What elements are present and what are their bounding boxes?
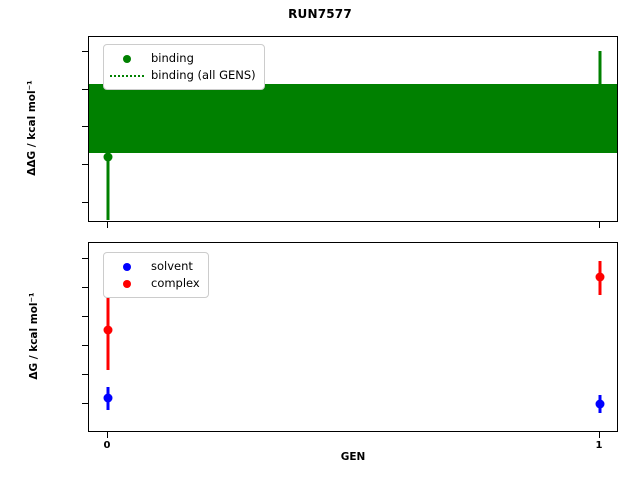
xtick-label-0: 0	[103, 440, 111, 451]
datapoint-solvent-gen0	[103, 393, 113, 403]
legend-label-complex: complex	[151, 276, 200, 290]
legend-marker-solvent-icon	[110, 261, 144, 273]
legend-item-binding-all-gens: binding (all GENS)	[110, 67, 256, 84]
xtick-label-1: 1	[595, 440, 603, 451]
legend-item-binding: binding	[110, 50, 256, 67]
legend-dotted-line-icon	[110, 70, 144, 82]
yaxis-label-bottom: ΔG / kcal mol⁻¹	[28, 292, 40, 380]
datapoint-complex-gen0	[103, 325, 113, 335]
legend-label-solvent: solvent	[151, 259, 193, 273]
axes-free-energy: solvent complex	[88, 242, 618, 432]
legend-label-binding: binding	[151, 51, 194, 65]
legend-binding: binding binding (all GENS)	[103, 44, 265, 90]
legend-free-energy: solvent complex	[103, 252, 209, 298]
xaxis-label: GEN	[340, 451, 366, 463]
figure-title: RUN7577	[288, 7, 352, 21]
datapoint-binding-gen0	[103, 152, 113, 162]
axes-binding: binding binding (all GENS)	[88, 36, 618, 222]
legend-marker-complex-icon	[110, 278, 144, 290]
binding-all-gens-band	[89, 84, 617, 153]
datapoint-solvent-gen1	[595, 399, 605, 409]
legend-label-binding-all-gens: binding (all GENS)	[151, 68, 256, 82]
legend-item-solvent: solvent	[110, 258, 200, 275]
yaxis-label-top: ΔΔG / kcal mol⁻¹	[26, 80, 38, 176]
legend-item-complex: complex	[110, 275, 200, 292]
datapoint-complex-gen1	[595, 272, 605, 282]
legend-marker-binding-icon	[110, 53, 144, 65]
datapoint-binding-gen1	[595, 84, 605, 94]
errorbar-binding-gen1	[598, 51, 602, 153]
